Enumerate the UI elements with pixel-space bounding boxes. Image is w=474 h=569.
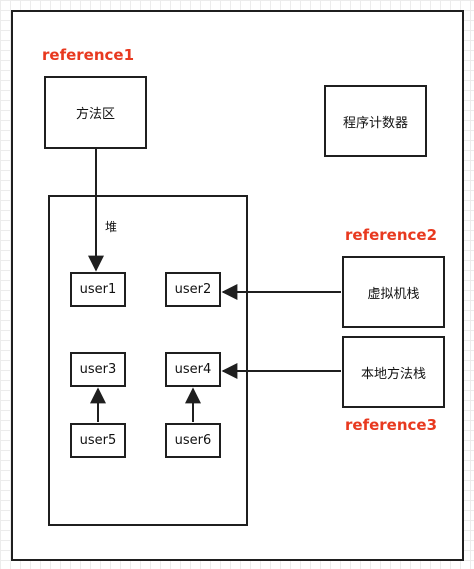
reference1-label: reference1 — [42, 46, 135, 64]
user1-label: user1 — [79, 282, 117, 297]
user3-node: user3 — [70, 352, 126, 387]
vm-stack-node: 虚拟机栈 — [342, 256, 445, 328]
user1-node: user1 — [70, 272, 126, 307]
user5-label: user5 — [79, 433, 117, 448]
user3-label: user3 — [79, 362, 117, 377]
user6-node: user6 — [165, 423, 221, 458]
heap-label: 堆 — [105, 220, 118, 234]
reference3-label: reference3 — [345, 416, 438, 434]
native-stack-node: 本地方法栈 — [342, 336, 445, 408]
native-stack-label: 本地方法栈 — [360, 366, 426, 382]
user2-label: user2 — [174, 282, 212, 297]
method-area-label: 方法区 — [75, 107, 115, 122]
user4-label: user4 — [174, 362, 212, 377]
vm-stack-label: 虚拟机栈 — [367, 286, 420, 302]
user5-node: user5 — [70, 423, 126, 458]
user6-label: user6 — [174, 433, 212, 448]
user2-node: user2 — [165, 272, 221, 307]
user4-node: user4 — [165, 352, 221, 387]
pc-register-node: 程序计数器 — [324, 85, 427, 157]
reference2-label: reference2 — [345, 226, 438, 244]
pc-register-label: 程序计数器 — [342, 115, 408, 131]
method-area-node: 方法区 — [44, 76, 147, 149]
